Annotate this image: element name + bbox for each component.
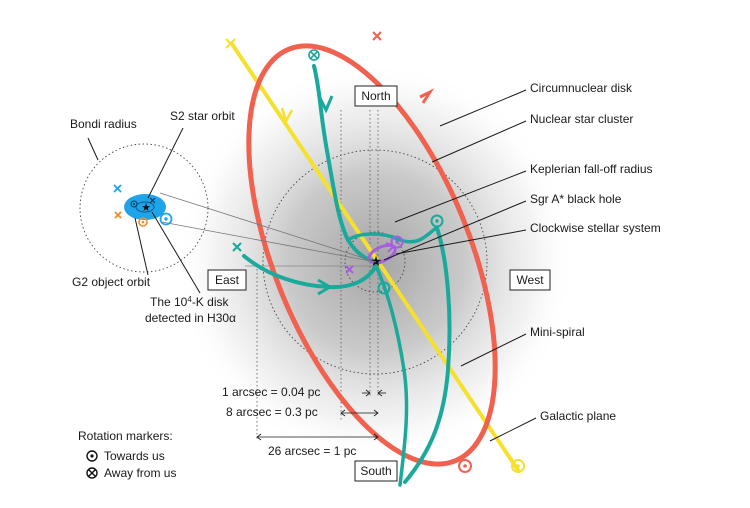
clockwise-system-label: Clockwise stellar system — [530, 221, 661, 235]
inset-towards-marker-blue — [159, 212, 173, 226]
cluster-boundary-circle — [262, 149, 488, 375]
clockwise-towards-marker — [390, 235, 404, 249]
inset-towards-marker-dark — [130, 200, 138, 208]
mini-spiral-label: Mini-spiral — [530, 325, 585, 339]
clockwise-away-marker — [345, 265, 354, 274]
clockwise-system-leader — [395, 229, 527, 255]
g2-orbit-label: G2 object orbit — [72, 275, 151, 289]
disk-leader — [151, 211, 201, 294]
circumnuclear-disk-away-marker — [372, 31, 382, 41]
circumnuclear-disk-leader — [439, 89, 527, 127]
scale-label-1: 1 arcsec = 0.04 pc — [222, 385, 320, 399]
mini-spiral-western-arc — [346, 226, 438, 244]
north-label: North — [354, 85, 398, 107]
nuclear-star-cluster-label: Nuclear star cluster — [530, 112, 633, 126]
circumnuclear-disk — [246, 43, 498, 467]
legend-title: Rotation markers: — [78, 429, 173, 443]
inset-connector-bottom — [161, 221, 377, 263]
nuclear-star-cluster-leader — [431, 120, 527, 163]
keplerian-radius-circle — [344, 231, 406, 293]
inset-away-marker-orange — [114, 211, 122, 219]
scale-label-2: 8 arcsec = 0.3 pc — [226, 405, 318, 419]
bondi-radius-label: Bondi radius — [70, 117, 137, 131]
keplerian-radius-label: Keplerian fall-off radius — [530, 162, 653, 176]
svg-text:West: West — [516, 273, 544, 287]
inset-away-marker-dark — [149, 197, 156, 204]
disk-label-line2: detected in H30α — [145, 311, 236, 325]
west-label: West — [509, 269, 551, 291]
mini-spiral-away-marker-east — [232, 242, 242, 252]
inset-away-marker-blue — [113, 184, 122, 193]
galactic-plane — [230, 42, 520, 472]
keplerian-radius-leader — [394, 170, 527, 223]
mini-spiral-towards-marker-west — [430, 214, 444, 228]
south-label: South — [354, 460, 398, 482]
east-label: East — [207, 269, 247, 291]
inset-star-icon: ★ — [141, 201, 151, 214]
inset-s2-orbit — [135, 201, 155, 213]
bondi-radius-circle — [79, 143, 209, 273]
svg-text:North: North — [361, 89, 390, 103]
bondi-radius-leader — [87, 137, 99, 161]
away-from-us-icon — [86, 467, 98, 479]
galactic-plane-leader — [489, 417, 537, 442]
s2-orbit-label: S2 star orbit — [170, 109, 235, 123]
disk-label-line1: The 104-K disk — [150, 295, 229, 310]
scale-label-3: 26 arcsec = 1 pc — [268, 444, 356, 458]
circumnuclear-disk-label: Circumnuclear disk — [530, 81, 633, 95]
mini-spiral-southern-arm — [403, 226, 452, 484]
galactic-plane-towards-marker — [511, 459, 525, 473]
inset-disk — [124, 194, 166, 220]
circumnuclear-disk-towards-marker — [458, 459, 472, 473]
svg-text:East: East — [215, 273, 240, 287]
s2-orbit-leader — [147, 127, 184, 199]
mini-spiral-leader — [460, 333, 527, 367]
mini-spiral-towards-marker-center — [377, 281, 391, 295]
sgr-a-label: Sgr A* black hole — [530, 192, 622, 206]
galactic-plane-arrow — [280, 107, 294, 125]
inset-towards-marker-orange — [138, 217, 148, 227]
mini-spiral-northern-arm — [312, 64, 382, 264]
mini-spiral-away-marker-top — [308, 49, 320, 61]
circumnuclear-disk-arrow — [419, 88, 435, 104]
inset-connector-top — [159, 192, 377, 263]
g2-orbit-leader — [134, 217, 149, 276]
galactic-plane-label: Galactic plane — [540, 409, 616, 423]
legend-towards-label: Towards us — [104, 449, 165, 463]
svg-text:South: South — [360, 464, 391, 478]
sgr-a-leader — [383, 200, 527, 261]
mini-spiral-arrow-east — [317, 278, 333, 296]
legend-away-label: Away from us — [104, 466, 176, 480]
mini-spiral-arrow-north — [317, 95, 334, 114]
galactic-plane-away-marker — [225, 38, 236, 49]
towards-us-icon — [86, 450, 98, 462]
